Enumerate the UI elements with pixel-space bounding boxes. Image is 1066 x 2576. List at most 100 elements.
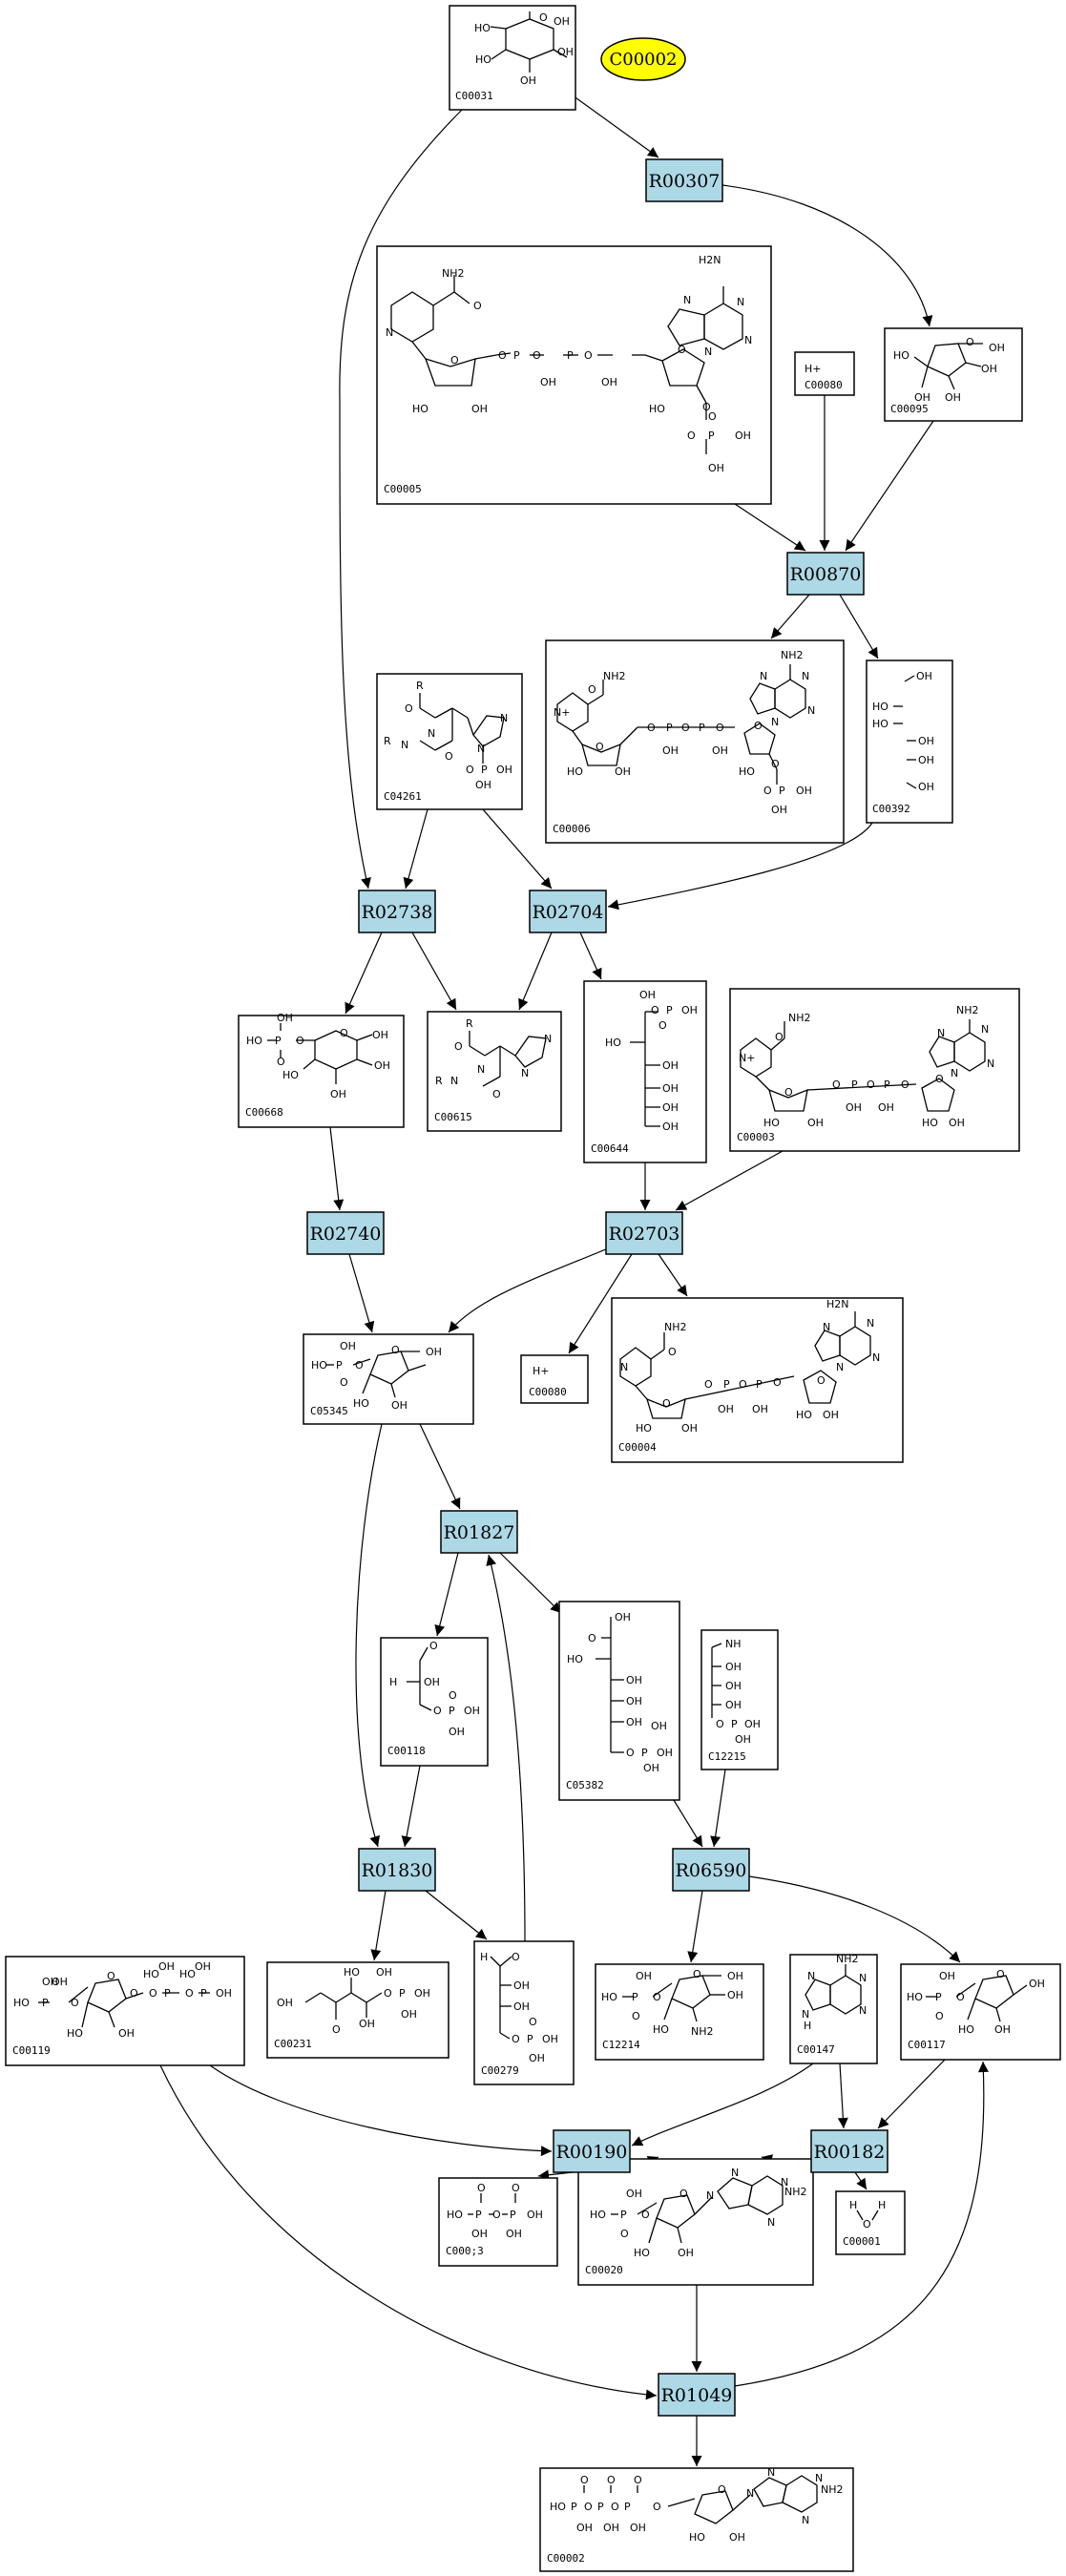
compound-label-c12215: C12215 <box>708 1750 746 1763</box>
svg-text:P: P <box>624 2501 631 2513</box>
compound-node-c00006[interactable]: NH2 O N+ O O P O P O OH OH HO OH NH2 N N… <box>545 639 845 844</box>
svg-text:N: N <box>386 326 393 339</box>
svg-text:OH: OH <box>916 670 932 682</box>
svg-text:OH: OH <box>554 15 570 28</box>
reaction-node-r02740[interactable]: R02740 <box>306 1211 385 1255</box>
edge-c00147-to-r00182 <box>837 2063 848 2129</box>
svg-text:H+: H+ <box>533 1365 550 1377</box>
reaction-node-r01049[interactable]: R01049 <box>658 2373 736 2417</box>
svg-text:N+: N+ <box>739 1052 755 1064</box>
svg-text:OH: OH <box>471 2228 488 2240</box>
svg-text:N: N <box>706 2189 714 2202</box>
compound-node-c00004[interactable]: NH2 O N O O P O P O OH OH HO OH H2N N N … <box>611 1297 904 1463</box>
compound-label-c00080-top: C00080 <box>805 379 843 391</box>
reaction-label-r00182: R00182 <box>814 2142 886 2163</box>
compound-node-c00013[interactable]: O O HO P O P OH OH OH C000;3 <box>438 2177 558 2267</box>
compound-node-c00031[interactable]: HO OH OH HO OH O C00031 <box>449 5 576 111</box>
compound-node-c05345[interactable]: OH HO P O O O OH HO OH C05345 <box>303 1333 474 1425</box>
target-compound-label: C00002 <box>609 50 677 70</box>
compound-node-c00080-mid[interactable]: H+ C00080 <box>520 1354 589 1404</box>
compound-label-c00279: C00279 <box>481 2064 519 2077</box>
compound-node-c00147[interactable]: NH2 N N N N H C00147 <box>789 1953 878 2064</box>
svg-text:OH: OH <box>626 1695 642 1707</box>
svg-text:O: O <box>702 401 711 413</box>
svg-text:P: P <box>620 2209 627 2221</box>
svg-text:HO: HO <box>311 1359 327 1372</box>
svg-text:HO: HO <box>590 2209 606 2221</box>
svg-text:H: H <box>480 1951 488 1963</box>
reaction-label-r00870: R00870 <box>790 564 862 585</box>
svg-text:OH: OH <box>52 1976 68 1988</box>
compound-node-c00003[interactable]: NH2 O N+ O O P O P O OH OH HO OH NH2 N N… <box>729 988 1020 1152</box>
edge-c00668-to-r02740 <box>329 1126 345 1211</box>
svg-text:O: O <box>620 2228 629 2240</box>
svg-text:OH: OH <box>712 744 728 757</box>
compound-node-c00279[interactable]: H O OH OH O P OH OH O C00279 <box>473 1940 575 2085</box>
compound-node-c00005[interactable]: NH2 O N O O P O P O OH OH HO OH H2N N N … <box>376 245 772 505</box>
reaction-node-r00307[interactable]: R00307 <box>645 158 723 202</box>
svg-text:H2N: H2N <box>826 1298 849 1310</box>
svg-text:OH: OH <box>1029 1978 1045 1990</box>
compound-node-c00020[interactable]: OH HO P O O O N N N N NH2 HO OH C00020 <box>577 2158 814 2286</box>
compound-node-c00119[interactable]: OH HO P O O O O P O P OH HO OH HO OH HO … <box>5 1956 245 2066</box>
compound-node-c00001[interactable]: H O H C00001 <box>835 2190 906 2255</box>
compound-label-c00118: C00118 <box>387 1745 426 1757</box>
reaction-node-r00190[interactable]: R00190 <box>553 2129 631 2173</box>
svg-text:O: O <box>678 344 686 356</box>
svg-text:R: R <box>435 1075 443 1087</box>
compound-node-c00095[interactable]: O OH HO OH OH OH C00095 <box>884 327 1023 422</box>
svg-text:N: N <box>760 670 767 682</box>
reaction-node-r02703[interactable]: R02703 <box>605 1211 683 1255</box>
svg-text:N: N <box>428 727 435 740</box>
svg-text:O: O <box>492 2209 501 2221</box>
svg-text:OH: OH <box>471 403 488 415</box>
svg-text:OH: OH <box>718 1403 734 1415</box>
reaction-node-r06590[interactable]: R06590 <box>672 1848 750 1892</box>
reaction-node-r01830[interactable]: R01830 <box>358 1848 436 1892</box>
svg-text:O: O <box>512 2033 520 2045</box>
svg-text:OH: OH <box>424 1676 440 1688</box>
compound-node-c12214[interactable]: OH HO P O O O OH HO NH2 OH C12214 <box>595 1963 764 2061</box>
svg-text:OH: OH <box>601 376 617 388</box>
svg-text:O: O <box>533 349 541 362</box>
compound-node-c04261[interactable]: R O N R N O N N O P OH OH C04261 <box>376 673 523 810</box>
compound-node-c00615[interactable]: R O N R N O N N C00615 <box>427 1011 562 1132</box>
svg-text:O: O <box>763 785 772 797</box>
compound-node-c00644[interactable]: OH O P OH O HO OH OH OH OH C00644 <box>583 980 707 1163</box>
svg-text:N: N <box>767 2466 775 2479</box>
svg-text:OH: OH <box>846 1101 862 1114</box>
svg-text:OH: OH <box>475 779 491 791</box>
svg-text:O: O <box>708 410 717 423</box>
svg-text:OH: OH <box>376 1966 392 1979</box>
svg-text:P: P <box>632 1991 638 2003</box>
compound-node-c00080-top[interactable]: H+ C00080 <box>794 351 855 396</box>
compound-node-c05382[interactable]: OH O HO OH OH OH OH O P OH OH C05382 <box>558 1601 680 1801</box>
svg-text:OH: OH <box>735 1733 751 1746</box>
compound-node-c00668[interactable]: OH HO P O O O OH OH HO OH C00668 <box>238 1012 405 1128</box>
compound-node-c00002[interactable]: O O O HO P O P O P O OH OH OH O N N N N … <box>539 2466 854 2572</box>
compound-node-c00231[interactable]: OH HO O OH OH O P OH OH C00231 <box>266 1961 449 2059</box>
reaction-node-r02704[interactable]: R02704 <box>529 890 607 933</box>
svg-text:O: O <box>693 1968 701 1980</box>
reaction-node-r01827[interactable]: R01827 <box>440 1510 518 1554</box>
structure-c00013: O O HO P O P OH OH OH <box>447 2182 543 2240</box>
svg-text:OH: OH <box>391 1399 408 1412</box>
reaction-node-r00182[interactable]: R00182 <box>810 2129 888 2173</box>
svg-text:P: P <box>641 1747 648 1759</box>
reaction-node-r02738[interactable]: R02738 <box>358 890 436 933</box>
compound-node-c00117[interactable]: OH HO P O O O OH HO OH C00117 <box>900 1963 1061 2061</box>
compound-node-c00118[interactable]: O H OH O P OH OH O C00118 <box>380 1637 489 1767</box>
svg-text:O: O <box>588 683 596 696</box>
svg-text:OH: OH <box>918 735 934 747</box>
structure-c00279: H O OH OH O P OH OH O <box>480 1951 558 2064</box>
target-compound-node[interactable]: C00002 <box>600 37 686 81</box>
svg-text:OH: OH <box>195 1960 211 1973</box>
compound-node-c12215[interactable]: NH OH OH OH O P OH OH C12215 <box>700 1629 779 1770</box>
svg-text:O: O <box>492 1088 501 1100</box>
edge-c00392-to-r02704 <box>607 822 873 911</box>
reaction-node-r00870[interactable]: R00870 <box>786 552 865 596</box>
svg-text:N: N <box>951 1067 958 1079</box>
compound-node-c00392[interactable]: OH HO HO OH OH OH C00392 <box>866 660 953 824</box>
svg-text:HO: HO <box>567 1653 583 1665</box>
svg-text:P: P <box>513 349 520 362</box>
